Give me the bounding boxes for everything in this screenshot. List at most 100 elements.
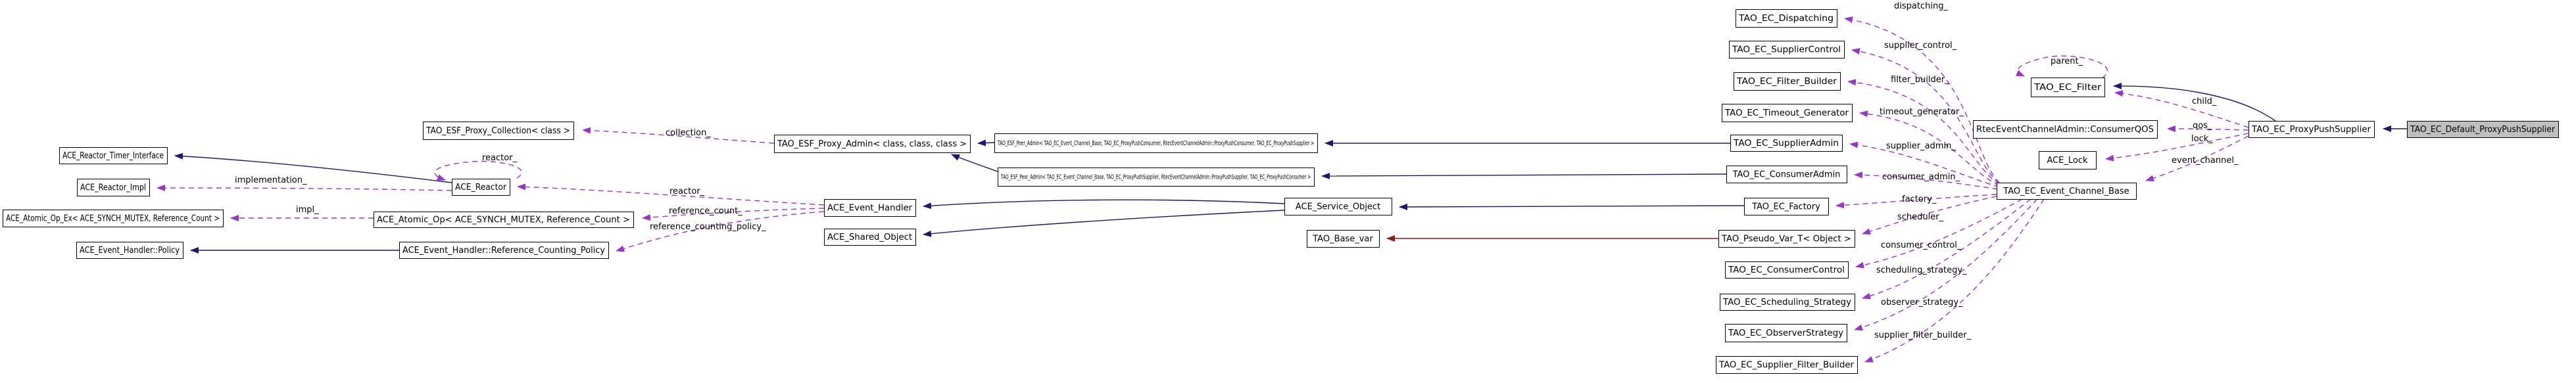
class-node-tao_esf_peer_admin_consumer[interactable]: TAO_ESF_Peer_Admin< TAO_EC_Event_Channel…	[994, 133, 1318, 153]
edge-ace_reactor-to-ace_reactor_impl	[157, 185, 452, 192]
class-node-tao_pseudo_var_t[interactable]: TAO_Pseudo_Var_T< Object >	[1718, 230, 1855, 248]
class-node-label-tao_ec_filter_builder: TAO_EC_Filter_Builder	[1736, 77, 1837, 87]
edge-tao_ec_factory-to-ace_service_object	[1399, 203, 1745, 210]
edge-label-child: child_	[2192, 97, 2217, 106]
edge-tao_ec_event_channel_base-to-tao_ec_observerstrategy	[1854, 198, 2038, 331]
class-node-tao_ec_consumercontrol[interactable]: TAO_EC_ConsumerControl	[1725, 261, 1849, 279]
class-node-tao_ec_supplier_filter_builder[interactable]: TAO_EC_Supplier_Filter_Builder	[1716, 356, 1858, 374]
class-node-label-tao_ec_event_channel_base: TAO_EC_Event_Channel_Base	[2003, 187, 2129, 196]
edge-label-filter_builder: filter_builder_	[1891, 75, 1949, 85]
class-node-label-ace_reactor_timer_interface: ACE_Reactor_Timer_Interface	[62, 151, 164, 161]
edge-label-supplier_filter_builder: supplier_filter_builder_	[1874, 330, 1972, 340]
class-node-tao_ec_dispatching[interactable]: TAO_EC_Dispatching	[1736, 9, 1837, 28]
class-node-tao_ec_factory[interactable]: TAO_EC_Factory	[1744, 198, 1829, 215]
edge-tao_ec_event_channel_base-to-tao_ec_suppliercontrol	[1851, 48, 2000, 184]
class-node-ace_atomic_op[interactable]: ACE_Atomic_Op< ACE_SYNCH_MUTEX, Referenc…	[374, 212, 634, 228]
class-node-ace_eh_ref_counting_policy[interactable]: ACE_Event_Handler::Reference_Counting_Po…	[399, 242, 609, 259]
class-node-label-tao_pseudo_var_t: TAO_Pseudo_Var_T< Object >	[1721, 235, 1851, 244]
edge-label-consumer_admin: consumer_admin_	[1882, 172, 1960, 182]
class-node-label-tao_ec_scheduling_strategy: TAO_EC_Scheduling_Strategy	[1722, 298, 1851, 307]
class-node-tao_ec_observerstrategy[interactable]: TAO_EC_ObserverStrategy	[1725, 324, 1847, 342]
edge-label-implementation: implementation_	[235, 175, 307, 185]
node-layer: ACE_Reactor_Timer_InterfaceACE_Reactor_I…	[3, 9, 2559, 374]
class-node-tao_ec_proxypushsupplier[interactable]: TAO_EC_ProxyPushSupplier	[2248, 121, 2375, 138]
edge-label-timeout_generator: timeout_generator_	[1880, 107, 1964, 117]
class-node-ace_event_handler[interactable]: ACE_Event_Handler	[824, 199, 916, 217]
class-node-ace_lock[interactable]: ACE_Lock	[2039, 151, 2097, 169]
class-node-label-ace_atomic_op: ACE_Atomic_Op< ACE_SYNCH_MUTEX, Referenc…	[377, 215, 630, 225]
class-node-ace_event_handler_policy[interactable]: ACE_Event_Handler::Policy	[76, 242, 183, 259]
edge-tao_ec_event_channel_base-to-tao_ec_consumercontrol	[1855, 198, 2023, 269]
edge-tao_ec_event_channel_base-to-tao_ec_timeout_generator	[1859, 110, 2000, 187]
edge-tao_ec_event_channel_base-to-tao_ec_factory	[1835, 194, 1997, 209]
class-node-tao_ec_default_proxypushsupplier[interactable]: TAO_EC_Default_ProxyPushSupplier	[2407, 121, 2559, 138]
class-node-label-tao_ec_consumeradmin: TAO_EC_ConsumerAdmin	[1732, 170, 1841, 180]
class-node-label-ace_atomic_op_ex: ACE_Atomic_Op_Ex< ACE_SYNCH_MUTEX, Refer…	[6, 214, 220, 224]
edge-label-event_channel: event_channel_	[2172, 156, 2239, 166]
class-node-ace_atomic_op_ex[interactable]: ACE_Atomic_Op_Ex< ACE_SYNCH_MUTEX, Refer…	[3, 210, 224, 227]
edge-tao_ec_event_channel_base-to-tao_ec_supplieradmin	[1849, 141, 2000, 188]
class-node-label-ace_shared_object: ACE_Shared_Object	[827, 233, 912, 242]
class-node-label-rtec_consumerqos: RtecEventChannelAdmin::ConsumerQOS	[1976, 125, 2154, 135]
edge-tao_ec_proxypushsupplier-to-tao_ec_filter	[2114, 90, 2249, 128]
edge-label-dispatching: dispatching_	[1894, 1, 1948, 11]
class-node-label-tao_ec_observerstrategy: TAO_EC_ObserverStrategy	[1728, 328, 1843, 338]
class-node-tao_esf_proxy_collection[interactable]: TAO_ESF_Proxy_Collection< class >	[423, 122, 574, 140]
class-node-label-ace_reactor_impl: ACE_Reactor_Impl	[80, 183, 146, 193]
edge-label-scheduler: scheduler_	[1897, 212, 1944, 222]
class-node-tao_ec_consumeradmin[interactable]: TAO_EC_ConsumerAdmin	[1726, 166, 1847, 183]
edge-ace_service_object-to-ace_event_handler	[923, 199, 1285, 210]
class-node-ace_reactor_impl[interactable]: ACE_Reactor_Impl	[77, 179, 150, 196]
edge-tao_ec_event_channel_base-to-tao_ec_dispatching	[1844, 16, 2000, 183]
class-node-tao_ec_scheduling_strategy[interactable]: TAO_EC_Scheduling_Strategy	[1720, 294, 1855, 311]
class-node-label-ace_eh_ref_counting_policy: ACE_Event_Handler::Reference_Counting_Po…	[402, 246, 605, 256]
edge-ace_service_object-to-ace_shared_object	[923, 210, 1285, 237]
edge-tao_ec_proxypushsupplier-to-rtec_consumerqos	[2167, 125, 2249, 133]
edge-ace_event_handler-to-ace_reactor	[517, 183, 825, 206]
class-node-label-tao_ec_dispatching: TAO_EC_Dispatching	[1738, 14, 1834, 24]
class-node-label-tao_ec_supplier_filter_builder: TAO_EC_Supplier_Filter_Builder	[1718, 361, 1855, 371]
class-node-tao_esf_peer_admin_supplier[interactable]: TAO_ESF_Peer_Admin< TAO_EC_Event_Channel…	[998, 168, 1315, 187]
class-node-label-tao_esf_peer_admin_supplier: TAO_ESF_Peer_Admin< TAO_EC_Event_Channel…	[1000, 173, 1311, 181]
edge-label-supplier_admin: supplier_admin_	[1886, 141, 1956, 151]
edge-label-lock: lock_	[2191, 134, 2213, 144]
edge-ace_reactor-to-ace_reactor	[434, 160, 522, 181]
class-node-label-tao_ec_timeout_generator: TAO_EC_Timeout_Generator	[1724, 108, 1849, 118]
edge-tao_ec_event_channel_base-to-tao_pseudo_var_t	[1862, 196, 1997, 235]
edge-label-consumer_control: consumer_control_	[1881, 240, 1962, 250]
class-node-tao_ec_event_channel_base[interactable]: TAO_EC_Event_Channel_Base	[1997, 183, 2137, 200]
class-node-ace_reactor[interactable]: ACE_Reactor	[452, 179, 510, 196]
class-node-ace_service_object[interactable]: ACE_Service_Object	[1284, 198, 1392, 215]
edge-tao_ec_event_channel_base-to-tao_ec_consumeradmin	[1854, 171, 1999, 190]
class-node-label-tao_base_var: TAO_Base_var	[1312, 235, 1373, 244]
class-node-rtec_consumerqos[interactable]: RtecEventChannelAdmin::ConsumerQOS	[1973, 120, 2158, 139]
edge-layer: child_qos_lock_event_channel_parent_disp…	[157, 1, 2407, 363]
class-node-label-ace_reactor: ACE_Reactor	[455, 183, 507, 192]
class-node-label-tao_ec_default_proxypushsupplier: TAO_EC_Default_ProxyPushSupplier	[2410, 125, 2556, 135]
class-node-tao_ec_filter_builder[interactable]: TAO_EC_Filter_Builder	[1734, 72, 1841, 91]
edge-tao_ec_proxypushsupplier-to-tao_ec_filter	[2113, 82, 2276, 122]
edge-label-reactor: reactor_	[482, 153, 518, 163]
class-node-tao_base_var[interactable]: TAO_Base_var	[1307, 230, 1380, 248]
edge-tao_ec_consumeradmin-to-tao_esf_peer_admin_supplier	[1321, 172, 1727, 179]
class-node-tao_ec_supplieradmin[interactable]: TAO_EC_SupplierAdmin	[1730, 135, 1843, 152]
class-node-tao_ec_filter[interactable]: TAO_EC_Filter	[2031, 78, 2105, 97]
edge-tao_ec_filter-to-tao_ec_filter	[2016, 55, 2108, 79]
edge-label-observer_strategy: observer_strategy_	[1881, 298, 1963, 307]
edge-tao_esf_peer_admin_supplier-to-tao_esf_proxy_admin	[951, 154, 998, 172]
class-node-tao_ec_timeout_generator[interactable]: TAO_EC_Timeout_Generator	[1722, 104, 1853, 122]
class-node-tao_esf_proxy_admin[interactable]: TAO_ESF_Proxy_Admin< class, class, class…	[774, 135, 971, 153]
class-node-label-tao_ec_suppliercontrol: TAO_EC_SupplierControl	[1732, 45, 1841, 55]
class-node-label-tao_esf_proxy_collection: TAO_ESF_Proxy_Collection< class >	[425, 126, 570, 136]
class-node-label-ace_event_handler_policy: ACE_Event_Handler::Policy	[80, 246, 180, 256]
edge-label-scheduling_strategy: scheduling_strategy_	[1876, 265, 1967, 275]
edge-tao_ec_event_channel_base-to-tao_ec_filter_builder	[1847, 79, 2000, 185]
class-node-ace_shared_object[interactable]: ACE_Shared_Object	[824, 229, 916, 246]
class-node-ace_reactor_timer_interface[interactable]: ACE_Reactor_Timer_Interface	[59, 147, 168, 164]
edge-ace_event_handler-to-ace_eh_ref_counting_policy	[616, 211, 825, 252]
class-node-tao_ec_suppliercontrol[interactable]: TAO_EC_SupplierControl	[1729, 41, 1845, 58]
class-node-label-ace_service_object: ACE_Service_Object	[1296, 202, 1380, 212]
class-node-label-tao_ec_factory: TAO_EC_Factory	[1751, 202, 1820, 212]
